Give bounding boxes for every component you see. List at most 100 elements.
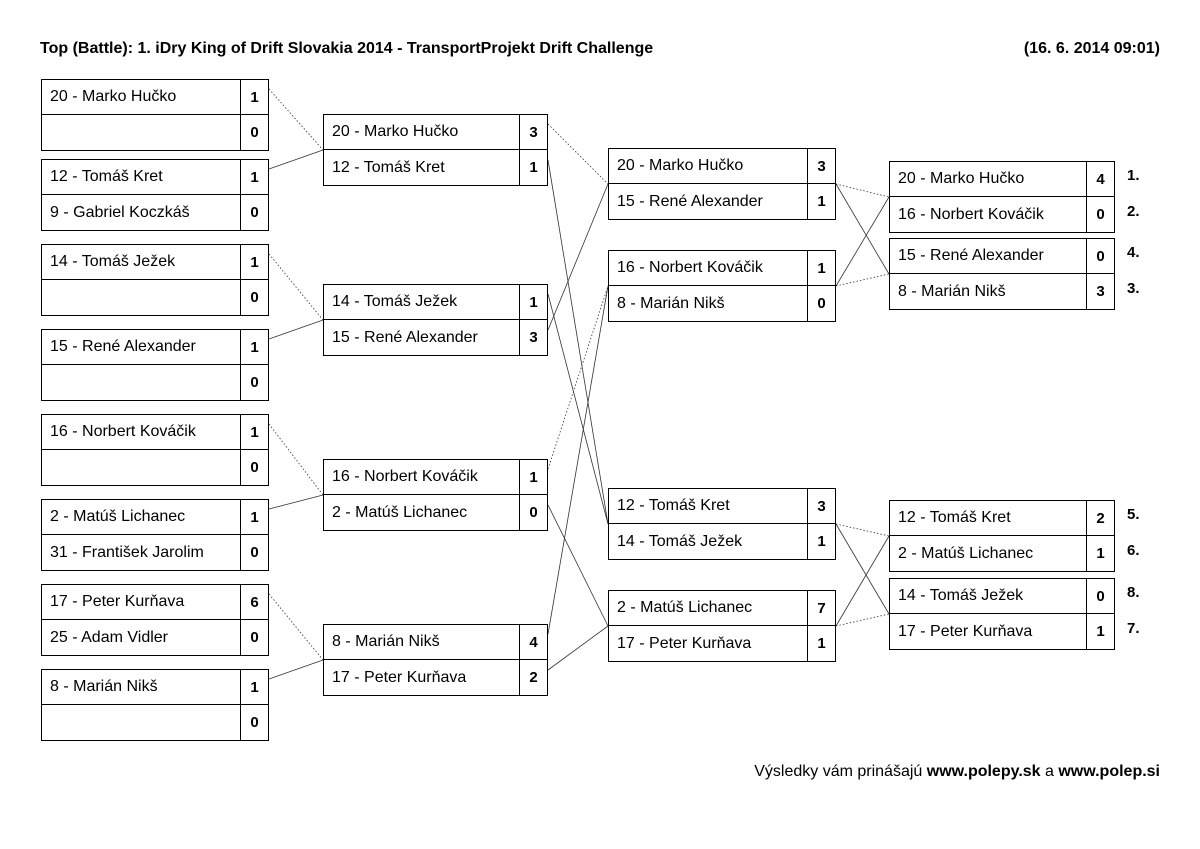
competitor-score: 0 [240, 450, 268, 485]
competitor-row: 2 - Matúš Lichanec 0 [324, 495, 547, 530]
competitor-name: 15 - René Alexander [617, 192, 763, 210]
connector-line [835, 273, 890, 287]
competitor-name: 8 - Marián Nikš [898, 282, 1006, 300]
competitor-name: 15 - René Alexander [50, 338, 196, 355]
competitor-row: 15 - René Alexander 0 [890, 239, 1114, 274]
competitor-row: 20 - Marko Hučko 1 [42, 80, 268, 115]
connector-line [268, 494, 324, 510]
round1-match-5: 16 - Norbert Kováčik 1 0 [41, 414, 269, 486]
competitor-name: 8 - Marián Nikš [617, 294, 725, 312]
competitor-score: 1 [240, 330, 268, 364]
competitor-row: 15 - René Alexander 1 [609, 184, 835, 219]
final-placing: 6. [1127, 542, 1140, 559]
competitor-name: 15 - René Alexander [332, 328, 478, 346]
competitor-name: 2 - Matúš Lichanec [50, 508, 186, 525]
round3-match-2: 16 - Norbert Kováčik 1 8 - Marián Nikš 0 [608, 250, 836, 322]
competitor-name: 17 - Peter Kurňava [898, 622, 1033, 640]
connector-line [268, 593, 324, 661]
connector-line [268, 659, 324, 680]
competitor-score: 1 [519, 285, 547, 319]
competitor-row: 8 - Marián Nikš 0 [609, 286, 835, 321]
connector-line [547, 285, 609, 470]
competitor-name: 25 - Adam Vidler [50, 628, 168, 646]
round2-match-2: 14 - Tomáš Ježek 1 15 - René Alexander 3 [323, 284, 548, 356]
competitor-name: 17 - Peter Kurňava [332, 668, 467, 686]
competitor-row: 17 - Peter Kurňava 1 [890, 614, 1114, 649]
competitor-score: 1 [519, 460, 547, 494]
competitor-row: 16 - Norbert Kováčik 1 [609, 251, 835, 286]
final-placing: 2. [1127, 203, 1140, 220]
competitor-name: 12 - Tomáš Kret [50, 168, 163, 185]
competitor-score: 3 [519, 115, 547, 149]
footer-link-polepy-sk[interactable]: www.polepy.sk [926, 763, 1041, 780]
competitor-row: 16 - Norbert Kováčik 1 [42, 415, 268, 450]
competitor-name: 31 - František Jarolim [50, 543, 204, 561]
competitor-score: 0 [240, 115, 268, 150]
connector-line [547, 183, 609, 331]
competitor-score: 0 [240, 620, 268, 655]
final-placing: 3. [1127, 280, 1140, 297]
competitor-score: 2 [519, 660, 547, 695]
competitor-row: 14 - Tomáš Ježek 1 [609, 524, 835, 559]
competitor-name: 12 - Tomáš Kret [898, 509, 1011, 526]
competitor-name: 9 - Gabriel Koczkáš [50, 203, 190, 221]
competitor-row: 16 - Norbert Kováčik 0 [890, 197, 1114, 232]
competitor-score: 3 [519, 320, 547, 355]
competitor-row: 2 - Matúš Lichanec 1 [42, 500, 268, 535]
footer-credits: Výsledky vám prinášajú www.polepy.sk a w… [754, 763, 1160, 781]
competitor-row: 15 - René Alexander 1 [42, 330, 268, 365]
connector-line [835, 535, 890, 627]
competitor-score: 1 [240, 245, 268, 279]
competitor-score: 1 [519, 150, 547, 185]
round1-match-4: 15 - René Alexander 1 0 [41, 329, 269, 401]
competitor-row: 2 - Matúš Lichanec 1 [890, 536, 1114, 571]
competitor-score: 0 [1086, 197, 1114, 232]
competitor-row: 0 [42, 450, 268, 485]
competitor-row: 0 [42, 705, 268, 740]
competitor-score: 0 [1086, 579, 1114, 613]
competitor-row: 2 - Matúš Lichanec 7 [609, 591, 835, 626]
connector-line [268, 88, 324, 151]
competitor-score: 1 [1086, 536, 1114, 571]
competitor-row: 20 - Marko Hučko 3 [324, 115, 547, 150]
competitor-name: 14 - Tomáš Ježek [50, 253, 176, 270]
competitor-name: 12 - Tomáš Kret [617, 497, 730, 514]
round1-match-8: 8 - Marián Nikš 1 0 [41, 669, 269, 741]
connector-line [835, 523, 890, 537]
competitor-name: 12 - Tomáš Kret [332, 158, 445, 176]
round2-match-3: 16 - Norbert Kováčik 1 2 - Matúš Lichane… [323, 459, 548, 531]
competitor-row: 17 - Peter Kurňava 1 [609, 626, 835, 661]
connector-line [547, 123, 609, 185]
competitor-score: 1 [240, 670, 268, 704]
competitor-name: 14 - Tomáš Ježek [332, 293, 458, 310]
competitor-row: 0 [42, 115, 268, 150]
connector-line [268, 423, 324, 496]
competitor-row: 15 - René Alexander 3 [324, 320, 547, 355]
round4-match-4: 14 - Tomáš Ježek 0 17 - Peter Kurňava 1 [889, 578, 1115, 650]
round1-match-3: 14 - Tomáš Ježek 1 0 [41, 244, 269, 316]
connector-line [547, 504, 609, 627]
round1-match-6: 2 - Matúš Lichanec 1 31 - František Jaro… [41, 499, 269, 571]
competitor-score: 3 [807, 149, 835, 183]
connector-line [547, 625, 609, 671]
round1-match-7: 17 - Peter Kurňava 6 25 - Adam Vidler 0 [41, 584, 269, 656]
competitor-name: 8 - Marián Nikš [50, 678, 158, 695]
competitor-score: 0 [240, 535, 268, 570]
competitor-name: 17 - Peter Kurňava [617, 634, 752, 652]
competitor-row: 20 - Marko Hučko 4 [890, 162, 1114, 197]
competitor-row: 8 - Marián Nikš 4 [324, 625, 547, 660]
round3-match-3: 12 - Tomáš Kret 3 14 - Tomáš Ježek 1 [608, 488, 836, 560]
round4-match-2: 15 - René Alexander 0 8 - Marián Nikš 3 [889, 238, 1115, 310]
competitor-name: 20 - Marko Hučko [898, 170, 1025, 187]
footer-prefix: Výsledky vám prinášajú [754, 763, 927, 780]
footer-link-polep-si[interactable]: www.polep.si [1058, 763, 1160, 780]
competitor-score: 0 [519, 495, 547, 530]
competitor-name: 16 - Norbert Kováčik [332, 468, 478, 485]
competitor-score: 3 [807, 489, 835, 523]
competitor-score: 0 [240, 280, 268, 315]
competitor-row: 16 - Norbert Kováčik 1 [324, 460, 547, 495]
connector-line [547, 285, 609, 635]
competitor-score: 0 [240, 195, 268, 230]
connector-line [835, 523, 890, 615]
